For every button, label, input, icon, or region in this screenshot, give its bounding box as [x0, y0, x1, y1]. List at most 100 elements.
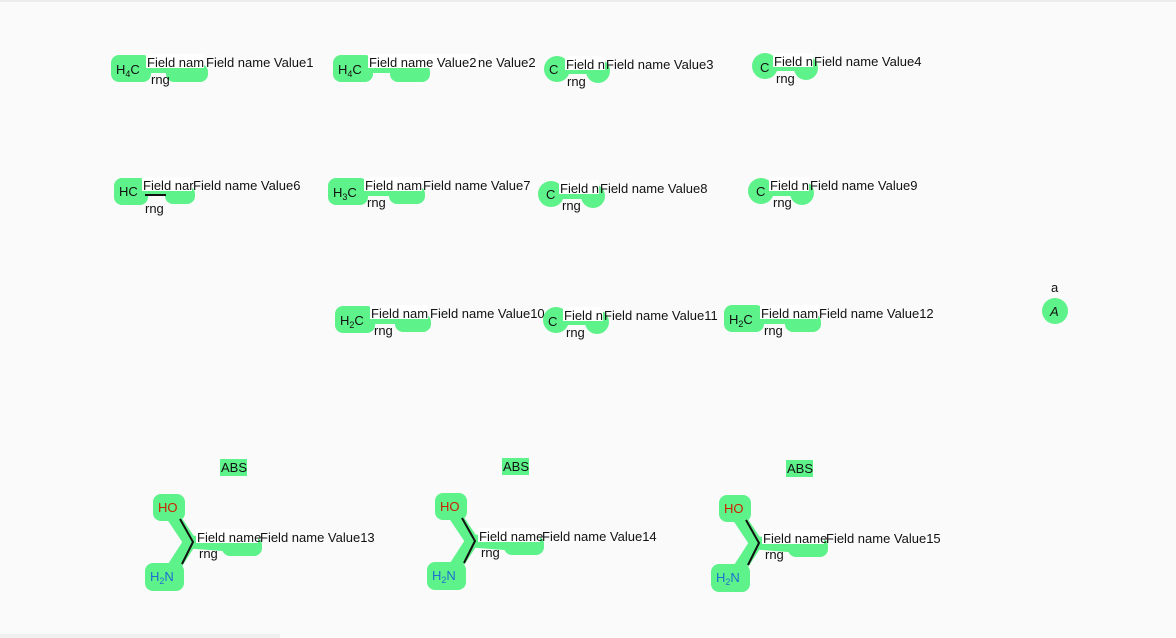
field-label-box [769, 177, 809, 191]
atom-highlight [427, 562, 466, 590]
field-value: Field name Value1 [206, 55, 313, 70]
atom-annotation: a [1051, 280, 1059, 295]
field-sub: rng [374, 323, 393, 338]
atom-label: H4C [338, 62, 362, 79]
bond-highlight [756, 315, 796, 324]
hydroxyl-label: HO [724, 501, 744, 516]
atom-highlight [114, 178, 148, 205]
field-value: Field name Value11 [604, 308, 718, 323]
amine-label: H2N [432, 568, 456, 585]
field-label: Field nam [147, 55, 204, 70]
bond-highlight [367, 315, 407, 324]
bond-highlight [140, 187, 170, 196]
field-label: Field n [770, 178, 809, 193]
atom-label: H2C [340, 313, 364, 330]
field-label: Field name [197, 530, 261, 545]
amine-label: H2N [716, 570, 740, 587]
field-label: Field n [774, 54, 813, 69]
field-value: Field name Value6 [193, 178, 300, 193]
molecule-10[interactable]: H2C Field nam rng Field name Value10 [335, 305, 545, 338]
atom-label: HC [119, 184, 138, 199]
field-sub: rng [367, 195, 386, 210]
single-atom[interactable]: a A [1042, 280, 1068, 324]
field-label: Field name Value2 [369, 55, 476, 70]
atom-label: C [549, 62, 558, 77]
molecule-7[interactable]: H3C Field nam rng Field name Value7 [328, 177, 530, 210]
field-label-box [563, 307, 603, 321]
molecule-15[interactable]: ABS HO H2N Field name rng Field name Val… [711, 460, 941, 592]
molecule-8[interactable]: C Field n rng Field name Value8 [538, 180, 707, 213]
field-sub: rng [481, 545, 500, 560]
field-sub: rng [765, 547, 784, 562]
field-label-box [146, 54, 204, 68]
atom-highlight [724, 305, 764, 332]
field-value: ne Value2 [478, 55, 536, 70]
abs-highlight [786, 460, 813, 477]
field-value: Field name Value9 [810, 178, 917, 193]
atom-label: H4C [116, 62, 140, 79]
field-sub: rng [562, 198, 581, 213]
field-value: Field name Value4 [814, 54, 921, 69]
field-value: Field name Value15 [826, 531, 941, 546]
atom-highlight [333, 55, 373, 82]
molecule-3[interactable]: C Field n rng Field name Value3 [544, 56, 713, 89]
molecule-13[interactable]: ABS HO H2N Field name rng Field name Val… [145, 459, 375, 591]
field-label-box [368, 54, 478, 68]
abs-label: ABS [503, 459, 529, 474]
field-sub: rng [567, 74, 586, 89]
hydroxyl-label: HO [440, 499, 460, 514]
field-value: Field name Value7 [423, 178, 530, 193]
field-value: Field name Value10 [430, 306, 545, 321]
abs-highlight [502, 458, 529, 475]
bond-highlight [360, 187, 400, 196]
field-label-box [559, 180, 599, 194]
molecule-14[interactable]: ABS HO H2N Field name rng Field name Val… [427, 458, 657, 590]
field-value: Field name Value14 [542, 529, 657, 544]
field-label: Field name [479, 529, 543, 544]
atom-label: C [756, 184, 765, 199]
bond-line [179, 518, 195, 565]
field-value: Field name Value3 [606, 57, 713, 72]
field-label: Field n [566, 57, 605, 72]
field-value: Field name Value13 [260, 530, 375, 545]
amine-label: H2N [150, 569, 174, 586]
molecule-12[interactable]: H2C Field nam rng Field name Value12 [724, 305, 934, 338]
field-sub: rng [764, 323, 783, 338]
field-label-box [760, 305, 818, 319]
atom-highlight [1042, 298, 1068, 324]
atom-label: A [1049, 304, 1059, 319]
field-sub: rng [199, 546, 218, 561]
field-value: Field name Value8 [600, 181, 707, 196]
molecule-9[interactable]: C Field n rng Field name Value9 [748, 177, 917, 210]
atom-highlight [145, 563, 184, 591]
molecule-2[interactable]: H4C Field name Value2 ne Value2 [333, 54, 536, 82]
field-label: Field nam [365, 178, 422, 193]
field-label: Field nam [371, 306, 428, 321]
atom-label: C [760, 60, 769, 75]
atom-highlight [111, 55, 151, 82]
atom-label: C [548, 314, 557, 329]
bond-line [745, 519, 761, 566]
top-divider [0, 0, 1176, 2]
field-label-box [370, 305, 428, 319]
abs-highlight [220, 459, 247, 476]
molecule-11[interactable]: C Field n rng Field name Value11 [543, 307, 718, 340]
molecule-6[interactable]: HC Field nar rng Field name Value6 [114, 177, 300, 216]
abs-label: ABS [787, 461, 813, 476]
field-sub: rng [776, 71, 795, 86]
atom-label: H3C [333, 185, 357, 202]
field-label-box [478, 528, 540, 542]
molecule-4[interactable]: C Field n rng Field name Value4 [752, 53, 921, 86]
field-label: Field nar [143, 178, 194, 193]
atom-label: H2C [729, 312, 753, 329]
atom-highlight [711, 564, 750, 592]
field-sub: rng [773, 195, 792, 210]
field-label-box [565, 56, 605, 70]
field-sub: rng [566, 325, 585, 340]
field-value: Field name Value12 [819, 306, 934, 321]
field-label: Field n [564, 308, 603, 323]
hydroxyl-label: HO [158, 500, 178, 515]
atom-highlight [328, 178, 368, 205]
molecule-1[interactable]: H4C Field nam rng Field name Value1 [111, 54, 313, 87]
